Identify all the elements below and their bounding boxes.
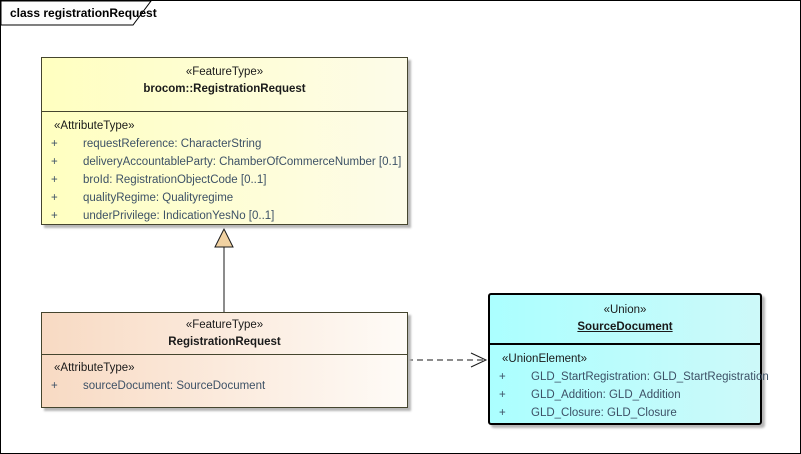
attribute-compartment: «AttributeType» + requestReference: Char… [42,111,407,225]
attribute-text: broId: RegistrationObjectCode [0..1] [83,174,267,186]
class-box-source-document[interactable]: «Union» SourceDocument «UnionElement» + … [488,293,769,425]
attribute-visibility: + [51,192,58,204]
class-header: «FeatureType» brocom::RegistrationReques… [42,58,407,111]
attribute-visibility: + [499,371,506,383]
class-header: «Union» SourceDocument [490,295,760,343]
attribute-section-label: «AttributeType» [54,362,135,374]
attribute-text: sourceDocument: SourceDocument [83,380,266,392]
attribute-visibility: + [51,156,58,168]
class-name: SourceDocument [577,321,673,333]
class-stereotype: «FeatureType» [185,319,264,331]
attribute-row[interactable]: + GLD_StartRegistration: GLD_StartRegist… [490,368,769,386]
dependency-arrowhead-icon[interactable] [470,352,488,368]
attribute-text: deliveryAccountableParty: ChamberOfComme… [83,156,402,168]
attribute-visibility: + [499,407,506,419]
attribute-compartment: «UnionElement» + GLD_StartRegistration: … [490,343,769,422]
attribute-visibility: + [51,174,58,186]
class-name: brocom::RegistrationRequest [143,83,306,95]
class-name: RegistrationRequest [168,336,281,348]
attribute-text: GLD_StartRegistration: GLD_StartRegistra… [531,371,769,383]
diagram-frame-tab [1,1,152,26]
attribute-visibility: + [51,380,58,392]
attribute-text: GLD_Closure: GLD_Closure [531,407,677,419]
class-box-registration-request[interactable]: «FeatureType» RegistrationRequest «Attri… [41,312,408,408]
attribute-row[interactable]: + broId: RegistrationObjectCode [0..1] [42,171,407,189]
attribute-row[interactable]: + requestReference: CharacterString [42,135,407,153]
attribute-compartment: «AttributeType» + sourceDocument: Source… [42,354,407,395]
attribute-text: requestReference: CharacterString [83,138,262,150]
attribute-row[interactable]: + GLD_Closure: GLD_Closure [490,404,760,422]
class-stereotype: «Union» [603,304,647,316]
attribute-row[interactable]: + GLD_Addition: GLD_Addition [490,386,760,404]
attribute-row[interactable]: + underPrivilege: IndicationYesNo [0..1] [42,207,407,225]
attribute-visibility: + [51,138,58,150]
diagram-frame-title: class registrationRequest [10,6,157,20]
attribute-text: underPrivilege: IndicationYesNo [0..1] [83,210,275,222]
class-stereotype: «FeatureType» [185,66,264,78]
attribute-row[interactable]: + deliveryAccountableParty: ChamberOfCom… [42,153,407,171]
attribute-row[interactable]: + qualityRegime: Qualityregime [42,189,407,207]
attribute-visibility: + [499,389,506,401]
attribute-section-label: «UnionElement» [502,353,588,365]
attribute-row[interactable]: + sourceDocument: SourceDocument [42,377,407,395]
attribute-visibility: + [51,210,58,222]
class-box-brocom-registration-request[interactable]: «FeatureType» brocom::RegistrationReques… [41,57,408,225]
class-header: «FeatureType» RegistrationRequest [42,313,407,354]
attribute-text: qualityRegime: Qualityregime [83,192,234,204]
generalization-arrowhead-icon[interactable] [214,227,234,248]
attribute-section-label: «AttributeType» [54,120,135,132]
attribute-text: GLD_Addition: GLD_Addition [531,389,681,401]
